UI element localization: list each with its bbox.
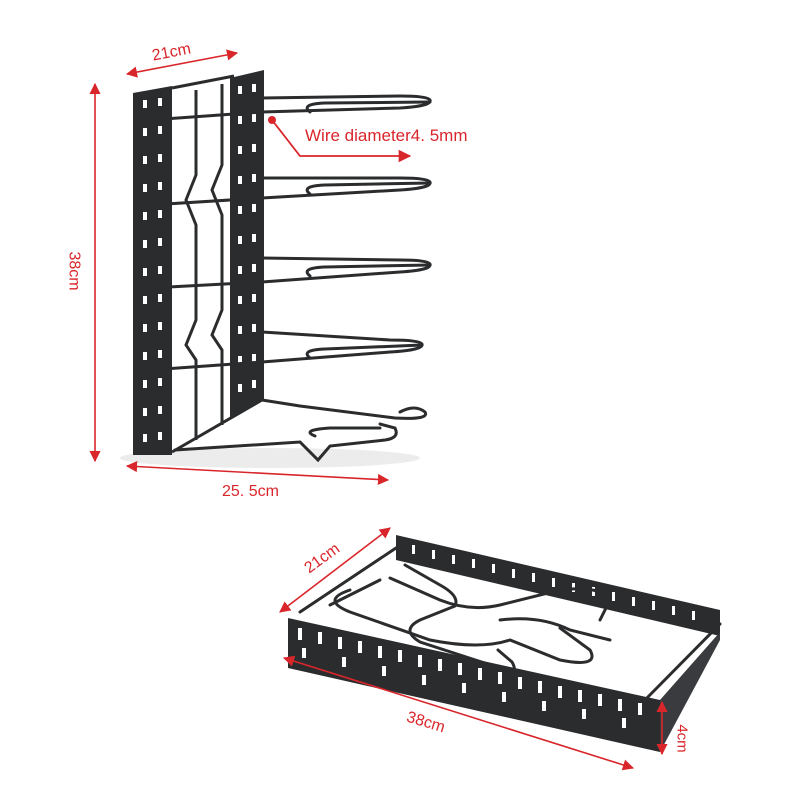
upright-width-arrow: [125, 49, 239, 78]
flat-rack: [279, 527, 722, 771]
flat-length-arrow: [282, 655, 635, 771]
flat-end-panel: [660, 632, 720, 752]
wire-diameter-label: Wire diameter4. 5mm: [305, 126, 468, 145]
upright-rack: [89, 49, 432, 486]
rack-right-slots: [238, 84, 256, 392]
wire-diameter-arrow: [271, 119, 412, 163]
flat-width-arrow: [279, 527, 391, 613]
flat-back-panel: [396, 535, 720, 636]
flat-height-label: 4cm: [673, 724, 691, 753]
upright-depth-arrow: [125, 460, 390, 486]
rack-left-panel: [133, 86, 172, 455]
upright-height-label: 38cm: [65, 251, 83, 291]
flat-back-slots: [412, 545, 695, 620]
rack-right-panel: [230, 70, 264, 420]
upright-depth-label: 25. 5cm: [222, 483, 279, 500]
rack-frame-wires: [171, 74, 263, 454]
rack-left-slots: [143, 98, 162, 442]
rack-shelf-arms: [148, 94, 432, 463]
